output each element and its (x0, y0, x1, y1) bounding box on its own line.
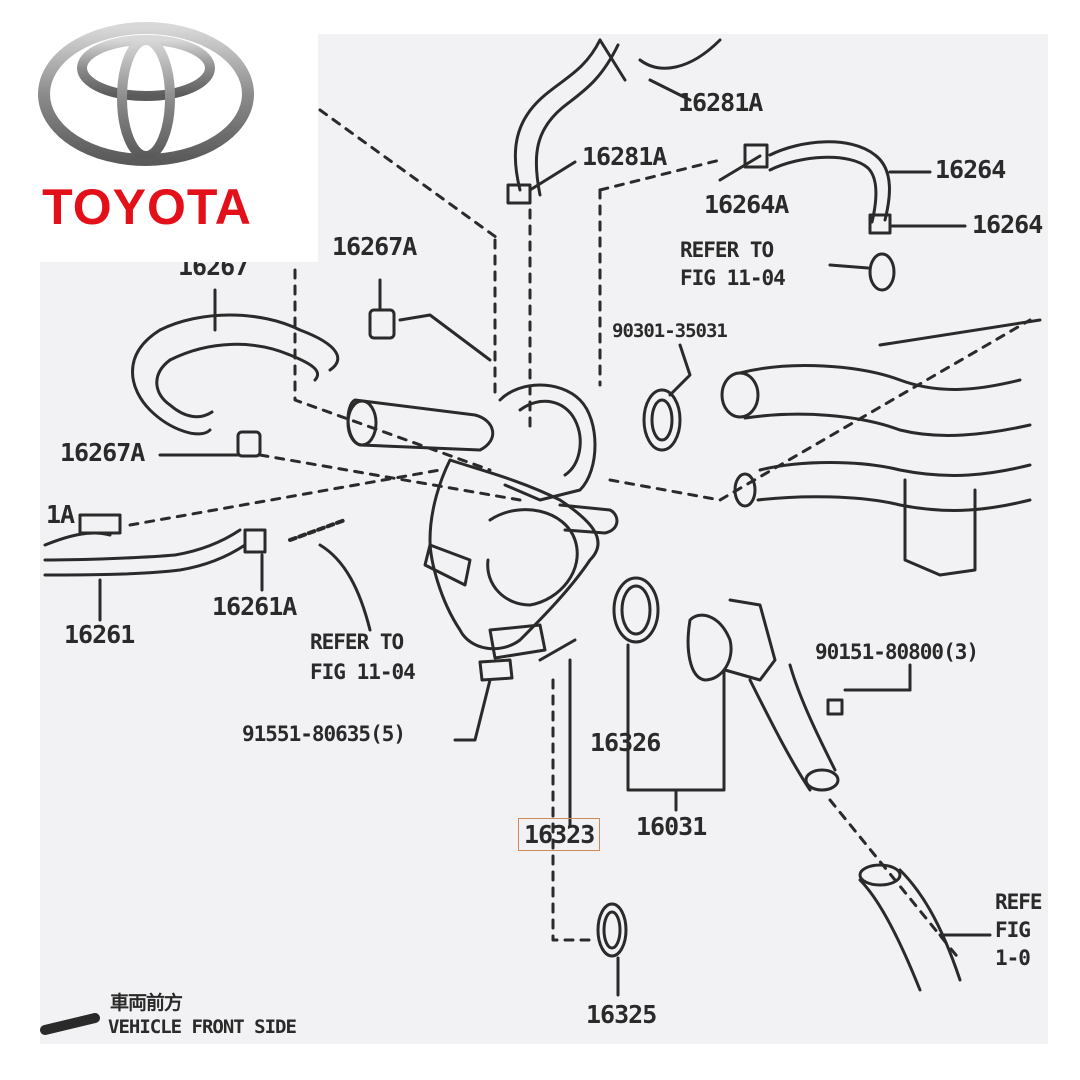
label-16267a-top: 16267A (332, 232, 417, 261)
label-90301-35031: 90301-35031 (612, 320, 728, 342)
label-16325: 16325 (586, 1000, 657, 1029)
label-refer-top-line2: FIG 11-04 (680, 266, 786, 290)
label-91551-80635: 91551-80635(5) (242, 722, 406, 746)
gasket-16325 (596, 902, 628, 958)
gasket-16326 (612, 576, 660, 644)
label-16323-highlighted: 16323 (518, 818, 601, 851)
label-16261a: 16261A (212, 592, 297, 621)
upper-hose (513, 38, 602, 192)
label-16267a: 16267A (60, 438, 145, 467)
label-vehicle-front-side: VEHICLE FRONT SIDE (108, 1016, 297, 1038)
hose-16261 (43, 531, 247, 577)
label-16281a-top: 16281A (678, 88, 763, 117)
label-16264a: 16264A (704, 190, 789, 219)
label-refer-bottom-line2: FIG 11-04 (310, 660, 416, 684)
label-16261a-partial: 1A (46, 500, 75, 529)
upper-right-hose (598, 38, 722, 82)
label-16281a: 16281A (582, 142, 667, 171)
brand-logo-panel: TOYOTA (0, 0, 318, 262)
label-16326: 16326 (590, 728, 661, 757)
label-vehicle-front-jp: 車両前方 (110, 992, 183, 1014)
label-right-partial-2: FIG (995, 918, 1031, 942)
gasket-90301 (642, 388, 682, 452)
label-refer-top-line1: REFER TO (680, 238, 774, 262)
hose-16267 (158, 313, 340, 372)
label-16264-right: 16264 (972, 210, 1043, 239)
label-right-partial-1: REFE (995, 890, 1043, 914)
label-90151-80800: 90151-80800(3) (815, 640, 979, 664)
label-16267: 16267 (178, 252, 249, 281)
front-arrow-icon (40, 1013, 100, 1035)
label-right-partial-3: 1-0 (995, 946, 1031, 970)
water-inlet-pipe (748, 663, 837, 792)
label-16264: 16264 (935, 155, 1006, 184)
label-16261: 16261 (64, 620, 135, 649)
label-16031: 16031 (636, 812, 707, 841)
toyota-emblem-icon (38, 22, 254, 166)
label-refer-bottom-line1: REFER TO (310, 630, 404, 654)
hose-16264 (768, 140, 891, 222)
toyota-wordmark: TOYOTA (42, 179, 252, 235)
